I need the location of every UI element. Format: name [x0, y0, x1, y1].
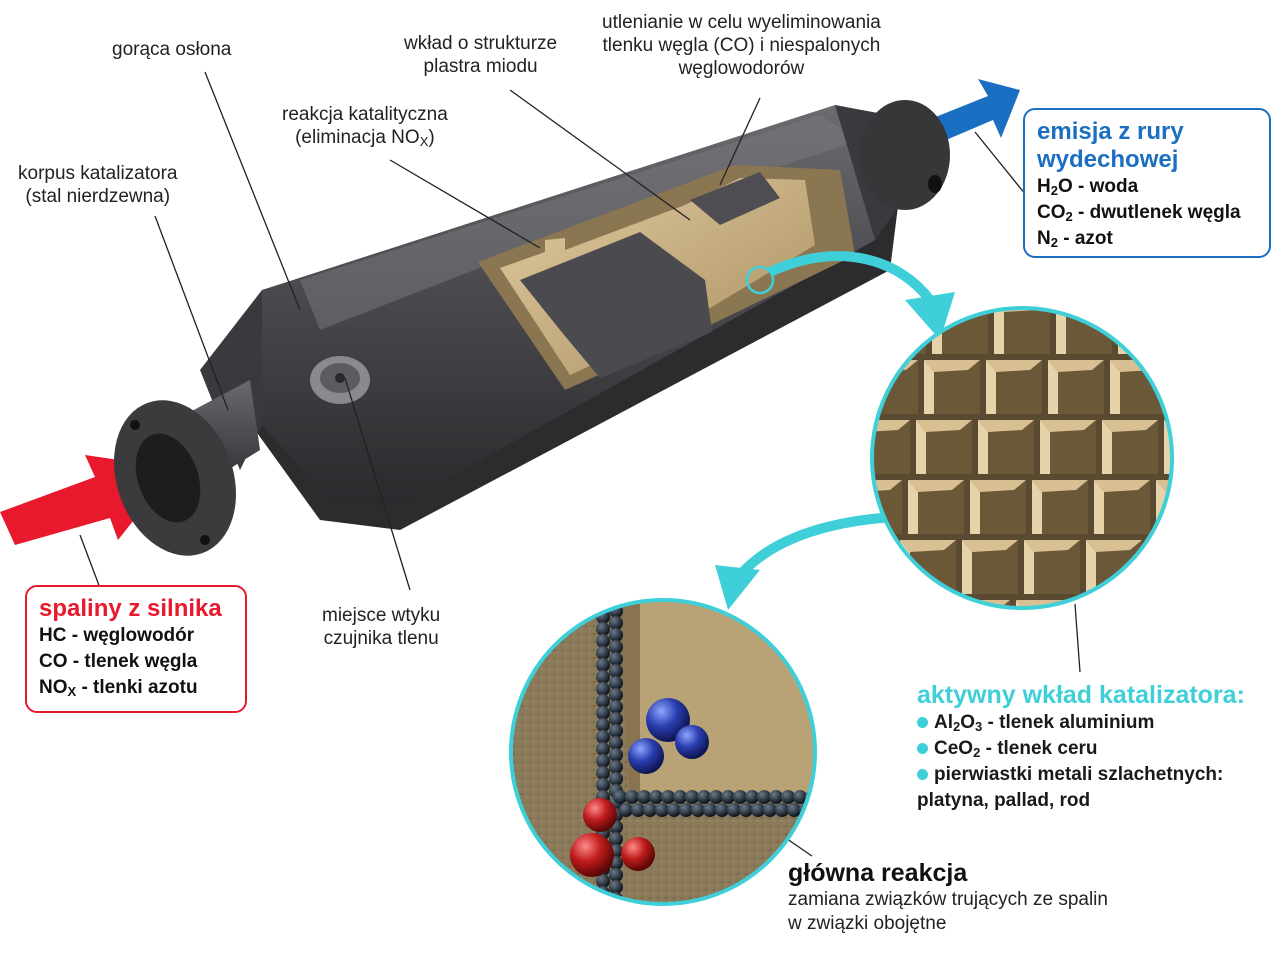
active-insert-title: aktywny wkład katalizatora: — [917, 681, 1245, 709]
active-insert-item-al2o3: Al2O3 - tlenek aluminium — [917, 710, 1277, 736]
active-insert-item-ceo2: CeO2 - tlenek ceru — [917, 736, 1277, 762]
exhaust-out-title: emisja z rury wydechowej — [1037, 118, 1184, 173]
honeycomb-zoom — [872, 308, 1172, 608]
exhaust-out-h2o: H2O - woda — [1037, 176, 1139, 198]
label-honeycomb-insert: wkład o strukturze plastra miodu — [404, 33, 558, 77]
label-catalytic-reaction: reakcja katalityczna (eliminacja NOX) — [282, 104, 448, 149]
exhaust-in-nox: NOX - tlenki azotu — [39, 677, 198, 699]
exhaust-out-n2: N2 - azot — [1037, 228, 1113, 250]
main-reaction-line2: w związki obojętne — [788, 913, 947, 934]
exhaust-in-box: spaliny z silnika HC - węglowodór CO - t… — [25, 585, 247, 713]
active-insert-item-metals: pierwiastki metali szlachetnych: — [917, 762, 1277, 788]
exhaust-out-box: emisja z rury wydechowej H2O - woda CO2 … — [1023, 108, 1271, 258]
label-oxygen-sensor: miejsce wtyku czujnika tlenu — [322, 605, 441, 649]
active-insert-section: aktywny wkład katalizatora: Al2O3 - tlen… — [917, 680, 1277, 814]
label-oxidation: utlenianie w celu wyeliminowania tlenku … — [602, 12, 881, 79]
exhaust-out-co2: CO2 - dwutlenek węgla — [1037, 202, 1241, 224]
bullet-icon — [917, 769, 928, 781]
main-reaction-title: główna reakcja — [788, 859, 968, 887]
label-converter-body: korpus katalizatora (stal nierdzewna) — [18, 163, 178, 207]
main-reaction-line1: zamiana związków trujących ze spalin — [788, 889, 1108, 910]
exhaust-in-title: spaliny z silnika — [39, 595, 222, 622]
zoom-marker-1 — [745, 265, 775, 295]
converter-body — [114, 100, 950, 556]
outlet-arrow — [923, 79, 1020, 146]
bullet-icon — [917, 717, 928, 729]
exhaust-in-co: CO - tlenek węgla — [39, 651, 198, 672]
active-insert-item-metals-list: platyna, pallad, rod — [917, 790, 1091, 811]
bullet-icon — [917, 743, 928, 755]
label-hot-shield: gorąca osłona — [112, 39, 232, 60]
main-reaction-section: główna reakcja zamiana związków trującyc… — [788, 858, 1208, 936]
zoom-arrow-1 — [767, 251, 934, 304]
exhaust-in-hc: HC - węglowodór — [39, 625, 195, 646]
